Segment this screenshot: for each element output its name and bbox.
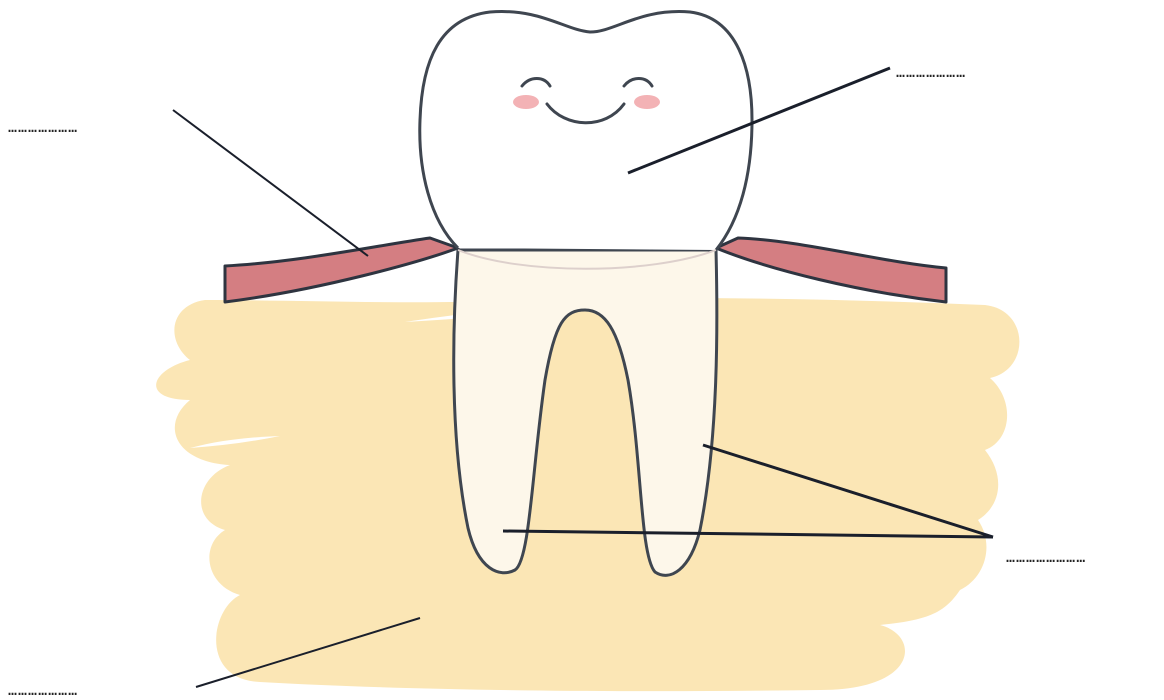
leader-line-gum [173, 110, 368, 256]
label-blank-root: …………………… [1006, 548, 1086, 566]
tooth-crown [420, 12, 752, 250]
label-blank-gum: ………………… [8, 118, 78, 136]
gum-left [225, 238, 458, 302]
right-cheek [634, 95, 660, 109]
label-blank-crown: ………………… [896, 63, 966, 81]
left-cheek [513, 95, 539, 109]
label-blank-bone: ………………… [8, 681, 78, 699]
jaw-bone [156, 298, 1019, 691]
gum-right [716, 238, 946, 302]
